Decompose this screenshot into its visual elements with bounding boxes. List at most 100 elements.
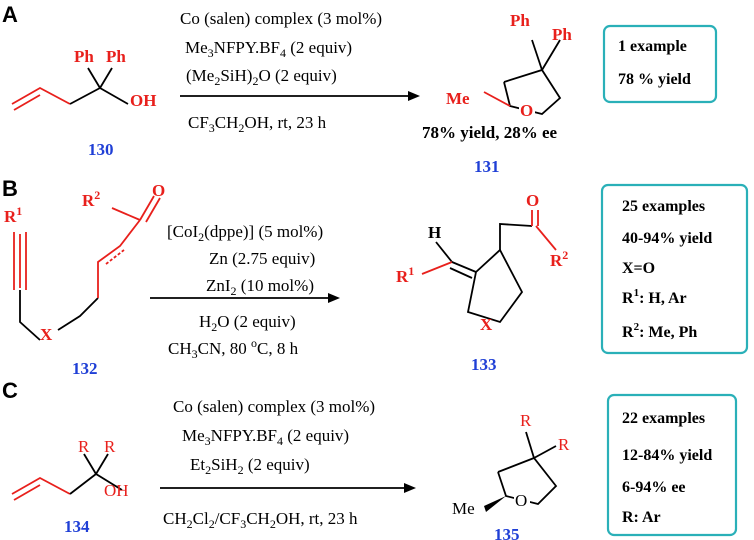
summary-box-a-frame — [602, 24, 718, 104]
ph-bond-1 — [87, 67, 101, 89]
box-b-line-4: R1: H, Ar — [622, 287, 687, 307]
box-a-line-1: 1 example — [618, 38, 687, 55]
compound-number-133: 133 — [471, 355, 497, 374]
r-label-c-1: R — [78, 437, 90, 456]
summary-box-a: 1 example 78 % yield — [602, 24, 718, 104]
hydroxyl-label-c: OH — [104, 481, 129, 500]
summary-box-c: 22 examples 12-84% yield 6-94% ee R: Ar — [606, 393, 738, 537]
conditions-c: Co (salen) complex (3 mol%) Me3NFPY.BF4 … — [160, 397, 416, 531]
oxygen-mask-c — [514, 492, 530, 508]
thf-ring-c — [497, 456, 558, 505]
section-label-b: B — [2, 176, 18, 201]
compound-number-130: 130 — [88, 140, 114, 159]
vinyl-h-label: H — [428, 223, 441, 242]
product-133: H R1 X O R2 133 — [396, 191, 568, 374]
exo-double-1 — [451, 261, 477, 273]
enone-bond — [97, 219, 141, 298]
compound-number-131: 131 — [474, 157, 500, 176]
condition-c-2: Me3NFPY.BF4 (2 equiv) — [182, 426, 349, 448]
methyl-label: Me — [446, 89, 470, 108]
tether-bond-right — [57, 297, 99, 331]
box-b-line-1: 25 examples — [622, 198, 705, 215]
box-b-line-3: X=O — [622, 260, 655, 277]
r-bond-c-4 — [533, 445, 557, 459]
product-135: Me R R O 135 — [452, 411, 570, 540]
r-label-c-2: R — [104, 437, 116, 456]
x-label-reactant: X — [40, 325, 53, 344]
vinyl-h-bond — [435, 241, 453, 263]
ph-bond-2 — [99, 67, 113, 89]
condition-a-3: (Me2SiH)2O (2 equiv) — [186, 66, 337, 88]
section-c: C R R OH 134 Co (salen) complex (3 mol%)… — [2, 378, 738, 540]
condition-b-2: Zn (2.75 equiv) — [209, 249, 315, 268]
wedge-bond-c — [484, 496, 506, 512]
arrow-head-c — [404, 483, 416, 493]
methyl-bond — [483, 91, 511, 107]
vinyl-bond — [11, 86, 71, 105]
thf-ring — [503, 68, 562, 115]
section-a: A Ph Ph OH 130 Co (salen) complex (3 mol… — [2, 2, 718, 176]
condition-b-1: [CoI2(dppe)] (5 mol%) — [167, 222, 323, 244]
r2-bond — [111, 207, 141, 221]
section-label-a: A — [2, 2, 18, 27]
condition-c-3: Et2SiH2 (2 equiv) — [190, 455, 310, 477]
acyl-chain — [499, 223, 533, 250]
r1-bond-product — [421, 261, 453, 275]
r2-bond-product — [535, 225, 557, 251]
condition-b-3: ZnI2 (10 mol%) — [206, 276, 314, 298]
condition-a-2: Me3NFPY.BF4 (2 equiv) — [185, 38, 352, 60]
box-b-line-2: 40-94% yield — [622, 230, 712, 247]
oxygen-label: O — [520, 101, 533, 120]
product-131: Ph Ph Me O 78% yield, 28% ee 131 — [422, 11, 572, 176]
summary-box-c-frame — [606, 393, 738, 537]
box-a-line-2: 78 % yield — [618, 71, 691, 88]
exo-double-2 — [449, 267, 473, 279]
vinyl-double-bond — [13, 94, 41, 111]
box-b-line-5: R2: Me, Ph — [622, 321, 697, 341]
carbonyl-oxygen-product: O — [526, 191, 539, 210]
box-c-line-3: 6-94% ee — [622, 479, 686, 496]
section-b: B R1 X O R2 132 [CoI2(dppe)] (5 mol%) Zn… — [2, 176, 749, 378]
result-a: 78% yield, 28% ee — [422, 123, 557, 142]
r1-label-product: R1 — [396, 264, 414, 286]
r-bond-c-1 — [83, 453, 97, 475]
tether-bond-left — [19, 290, 41, 341]
conditions-b: [CoI2(dppe)] (5 mol%) Zn (2.75 equiv) Zn… — [150, 222, 340, 361]
carbonyl-oxygen: O — [152, 181, 165, 200]
arrow-head-b — [328, 293, 340, 303]
ph-bond-3 — [531, 39, 543, 71]
r1-label: R1 — [4, 204, 22, 226]
r-label-c-3: R — [520, 411, 532, 430]
box-c-line-2: 12-84% yield — [622, 447, 712, 464]
reactant-130: Ph Ph OH 130 — [11, 47, 156, 159]
summary-box-b-frame — [600, 183, 749, 355]
enone-wavy — [105, 249, 125, 265]
section-label-c: C — [2, 378, 18, 403]
compound-number-134: 134 — [64, 517, 90, 536]
condition-c-1: Co (salen) complex (3 mol%) — [173, 397, 375, 416]
vinyl-bond-c — [11, 476, 71, 495]
carbonyl-bond-2 — [145, 197, 161, 223]
vinyl-double-bond-c — [13, 484, 41, 501]
phenyl-label-4: Ph — [552, 25, 572, 44]
carbonyl-bond-1 — [139, 195, 155, 221]
reactant-134: R R OH 134 — [11, 437, 129, 536]
ph-bond-4 — [541, 39, 561, 71]
condition-a-4: CF3CH2OH, rt, 23 h — [188, 113, 327, 135]
condition-c-4: CH2Cl2/CF3CH2OH, rt, 23 h — [163, 509, 358, 531]
compound-number-135: 135 — [494, 525, 520, 540]
summary-box-b: 25 examples 40-94% yield X=O R1: H, Ar R… — [600, 183, 749, 355]
phenyl-label-2: Ph — [106, 47, 126, 66]
condition-a-1: Co (salen) complex (3 mol%) — [180, 9, 382, 28]
r2-label-product: R2 — [550, 248, 568, 270]
hydroxyl-label: OH — [130, 91, 156, 110]
pyrrolidine-ring — [466, 248, 524, 324]
arrow-head-a — [408, 91, 420, 101]
r-label-c-4: R — [558, 435, 570, 454]
oxygen-mask — [519, 102, 535, 118]
chain-bond — [69, 86, 129, 105]
condition-b-4: H2O (2 equiv) — [199, 312, 296, 334]
compound-number-132: 132 — [72, 359, 98, 378]
methyl-label-c: Me — [452, 499, 475, 518]
